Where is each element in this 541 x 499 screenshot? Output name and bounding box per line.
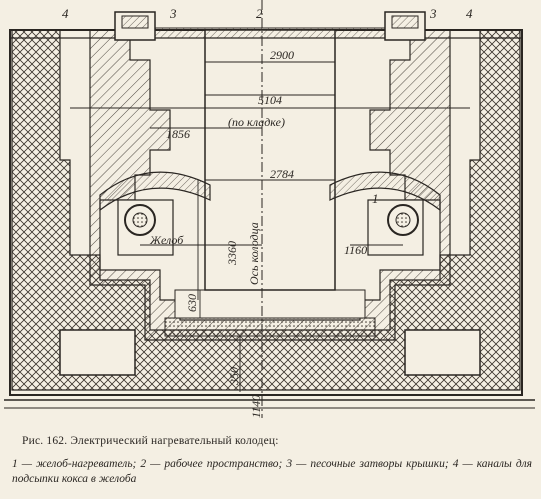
caption-title: Рис. 162. Электрический нагревательный к… [22, 435, 279, 447]
part-number-1: 1 [372, 191, 379, 206]
arch-left [99, 171, 211, 212]
arch-right [329, 171, 441, 212]
dimension-5104-note: (по кладке) [228, 115, 285, 129]
bottom-chambers [59, 329, 481, 376]
part-number-3-right: 3 [429, 6, 437, 21]
dimension-2784: 2784 [270, 167, 294, 181]
part-number-4-right: 4 [466, 6, 473, 21]
caption-legend: 1 — желоб-нагреватель; 2 — рабочее прост… [12, 458, 532, 485]
dimension-350: 350 [227, 367, 241, 386]
label-axis: Ось колодца [247, 222, 261, 285]
figure-caption: Рис. 162. Электрический нагревательный к… [12, 434, 532, 487]
refractory-lining [89, 29, 451, 341]
trough-heater-right [367, 199, 424, 256]
dimension-630: 630 [185, 294, 199, 312]
sand-seal-right [384, 11, 426, 41]
hearth [164, 289, 376, 337]
well-furnace-drawing: 4 3 2 3 4 1 2900 5104 (по кладке) 1856 2… [4, 0, 535, 418]
dimension-5104: 5104 [258, 93, 282, 107]
label-trough: Желоб [149, 233, 184, 247]
dimension-1856: 1856 [166, 127, 190, 141]
dimension-3360: 3360 [225, 241, 239, 266]
part-number-2: 2 [256, 6, 263, 21]
sand-seal-left [114, 11, 156, 41]
dimension-lines [70, 61, 470, 392]
dimension-2900: 2900 [270, 48, 294, 62]
dimension-1160: 1160 [344, 243, 367, 257]
part-number-3-left: 3 [169, 6, 177, 21]
working-chamber [204, 29, 336, 291]
part-number-4-left: 4 [62, 6, 69, 21]
trough-heater-left [117, 199, 174, 256]
dimension-1140: 1140 [249, 395, 263, 418]
